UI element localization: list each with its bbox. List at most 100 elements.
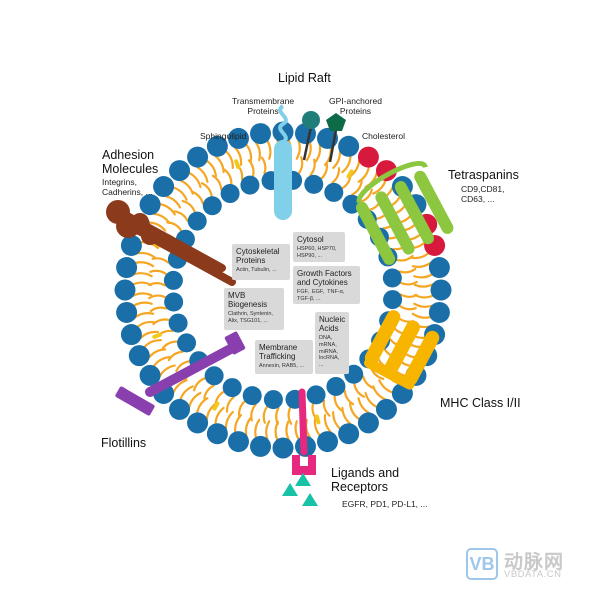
flotillin-cap [224, 331, 246, 355]
nucleic-acids-title: Nucleic Acids [319, 315, 346, 334]
lipid-head [116, 301, 138, 323]
lipid-tail [398, 267, 417, 274]
lipid-tail [343, 389, 355, 406]
lipid-tail [331, 167, 341, 184]
growth-factors-title: Growth Factors and Cytokines [297, 269, 352, 288]
lipid-head [220, 184, 240, 204]
lipid-head [120, 324, 142, 346]
tetraspanin-helix [394, 181, 435, 245]
lipid-head [206, 423, 228, 445]
receptor-stalk [298, 388, 308, 456]
cholesterol-molecule [212, 401, 220, 411]
lipid-raft-label: Lipid Raft [278, 71, 331, 85]
ligand-triangle [295, 473, 311, 486]
lipid-head [326, 376, 346, 396]
flotillin-stalk [145, 340, 243, 397]
lipid-tail [313, 416, 321, 437]
lipid-tail [196, 397, 209, 415]
cholesterol-molecule [234, 159, 241, 169]
gpi-anchor-stalk [328, 129, 338, 163]
lipid-head [227, 127, 249, 149]
lipid-head [250, 123, 272, 145]
lipid-tail [234, 414, 243, 434]
lipid-tail [158, 364, 176, 377]
lipid-head [206, 135, 228, 157]
mhc-complex [364, 310, 440, 390]
tetraspanins-examples: CD9,CD81, CD63, ... [461, 184, 505, 204]
lipid-tail [266, 139, 272, 160]
lipid-tail [399, 280, 418, 286]
lipid-head [153, 176, 175, 198]
lipid-head [357, 146, 379, 168]
adhesion-molecule-head [116, 214, 140, 238]
lipid-head [428, 301, 450, 323]
lipid-tail [305, 141, 312, 162]
lipid-head [222, 378, 242, 398]
lipid-head [169, 160, 191, 182]
lipid-tail [134, 261, 155, 268]
lipid-tail [323, 414, 332, 434]
lipid-tail [200, 182, 213, 198]
lipid-head [139, 364, 161, 386]
cytoskeletal-sub: Actin, Tubulin, ... [236, 267, 277, 274]
lipid-tail [136, 320, 157, 328]
lipid-tail [147, 221, 167, 232]
transmembrane-protein-tail [278, 104, 288, 146]
lipid-tail [203, 384, 215, 400]
lipid-tail [309, 158, 316, 177]
lipid-tail [164, 195, 182, 209]
membrane-proteins [106, 104, 454, 506]
lipid-tail [351, 180, 363, 196]
lipid-tail [190, 190, 204, 205]
lipid-tail [409, 252, 430, 260]
lipid-head [204, 366, 224, 386]
lipid-tail [211, 174, 223, 191]
lipid-tail [254, 418, 261, 439]
cholesterol-label: Cholesterol [362, 131, 405, 141]
lipid-tail [134, 312, 155, 319]
cholesterol-molecule [152, 332, 162, 339]
lipid-tail [149, 269, 168, 276]
mhc-helix [384, 320, 420, 376]
cytosol-sub: HSP60, HSP70, HSP90, ... [297, 246, 337, 259]
lipid-tail [413, 273, 434, 279]
lipid-tail [314, 143, 322, 164]
lipid-tail [237, 400, 246, 418]
lipid-head [375, 398, 397, 420]
lipid-head [357, 412, 379, 434]
adhesion-molecules-label: Adhesion Molecules [102, 148, 159, 177]
membrane-trafficking-box: Membrane Trafficking Annexin, RAB5, ... [255, 340, 313, 374]
lipid-tail [372, 179, 387, 195]
lipid-tail [348, 402, 361, 421]
lipid-tail [244, 416, 252, 437]
lipid-head [202, 196, 222, 216]
lipid-tail [362, 375, 376, 390]
nucleic-acids-sub: DNA, mRNA, miRNA, lncRNA, ... [319, 335, 340, 368]
lipid-head [169, 398, 191, 420]
lipid-tail [132, 292, 153, 297]
lipid-head [383, 290, 403, 310]
lipid-head [338, 135, 360, 157]
lipid-head [250, 435, 272, 457]
lipid-tail [147, 282, 167, 287]
transmembrane-proteins-label: Transmembrane Proteins [232, 96, 295, 116]
lipid-head [263, 390, 283, 410]
flotillin-foot [115, 386, 155, 416]
lipid-head [317, 431, 339, 453]
cytosol-title: Cytosol [297, 235, 324, 244]
lipid-tail [173, 210, 189, 222]
mvb-biogenesis-box: MVB Biogenesis Clathrin, Syntenin, Alix,… [224, 288, 284, 330]
lipid-tail [158, 203, 176, 216]
gpi-anchor-stalk [302, 126, 313, 161]
lipid-head [139, 194, 161, 216]
ligand-triangle [302, 493, 318, 506]
mhc-class-label: MHC Class I/II [440, 396, 521, 410]
lipid-tail [143, 339, 163, 349]
transmembrane-protein [274, 140, 292, 220]
lipid-tail [332, 410, 342, 430]
lipid-head [168, 313, 188, 333]
lipid-tail [214, 154, 225, 174]
mhc-helix [364, 310, 401, 365]
lipid-tail [396, 254, 414, 262]
